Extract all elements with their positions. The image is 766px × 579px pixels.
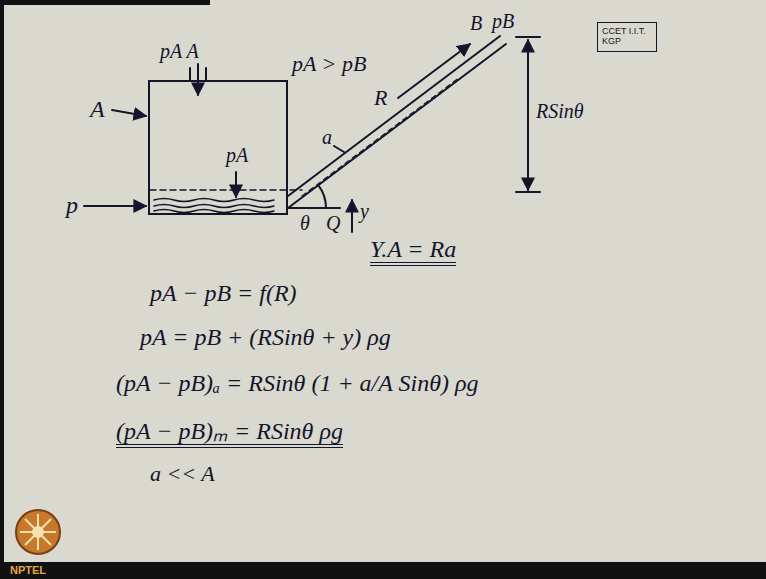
- leader-line: [334, 146, 344, 152]
- point-label: B: [470, 12, 482, 34]
- frame-band: [0, 0, 4, 579]
- node-text: CCET I.I.T. KGP: [602, 27, 652, 47]
- logo: [16, 510, 60, 554]
- pressure-label: pA A: [160, 40, 199, 62]
- dimension-tick: [516, 36, 540, 38]
- angle-label: θ: [300, 212, 310, 234]
- equation: (pA − pB)ₐ = RSinθ (1 + a/A Sinθ) ρg: [116, 370, 478, 396]
- tank: pA: [148, 80, 288, 215]
- fluid-label: p: [66, 192, 78, 218]
- leader-arrow: [112, 110, 146, 116]
- condition-note: a << A: [150, 462, 215, 486]
- frame-band: [0, 562, 766, 579]
- height-label: RSinθ: [536, 100, 584, 122]
- height-dimension: [527, 40, 529, 190]
- length-label: R: [374, 86, 387, 110]
- logo-star: [20, 514, 56, 550]
- dimension-tick: [516, 191, 540, 193]
- horizontal-line: [288, 207, 340, 209]
- pressure-label: pB: [492, 10, 514, 32]
- height-arrow: [351, 200, 353, 232]
- leader-arrow: [84, 205, 146, 207]
- equation: (pA − pB)ₘ = RSinθ ρg: [116, 418, 343, 448]
- angle-arc: [318, 185, 326, 208]
- inlet-pipe: [189, 68, 191, 80]
- equation: Y.A = Ra: [370, 236, 456, 266]
- logo-disc: [16, 510, 60, 554]
- equation: pA = pB + (RSinθ + y) ρg: [140, 324, 391, 350]
- tube-liquid: [302, 77, 460, 196]
- logo-box: CCET I.I.T. KGP: [597, 22, 657, 52]
- inclined-tube: [288, 44, 506, 208]
- inclined-tube: [288, 36, 500, 196]
- pressure-arrow: [235, 172, 237, 197]
- node-text: pA: [226, 144, 248, 166]
- length-arrow: [398, 44, 470, 98]
- condition-note: pA > pB: [292, 52, 366, 76]
- frame-band: [0, 0, 210, 5]
- area-label: a: [322, 126, 332, 148]
- point-label: Q: [326, 212, 340, 234]
- liquid-hatch: [154, 199, 274, 213]
- logo-text: NPTEL: [10, 564, 46, 576]
- level-line: [150, 189, 302, 191]
- equation: pA − pB = f(R): [150, 280, 297, 306]
- area-label: A: [90, 96, 105, 122]
- inlet-pipe: [205, 68, 207, 80]
- height-label: y: [360, 200, 369, 222]
- logo-hub: [32, 526, 44, 538]
